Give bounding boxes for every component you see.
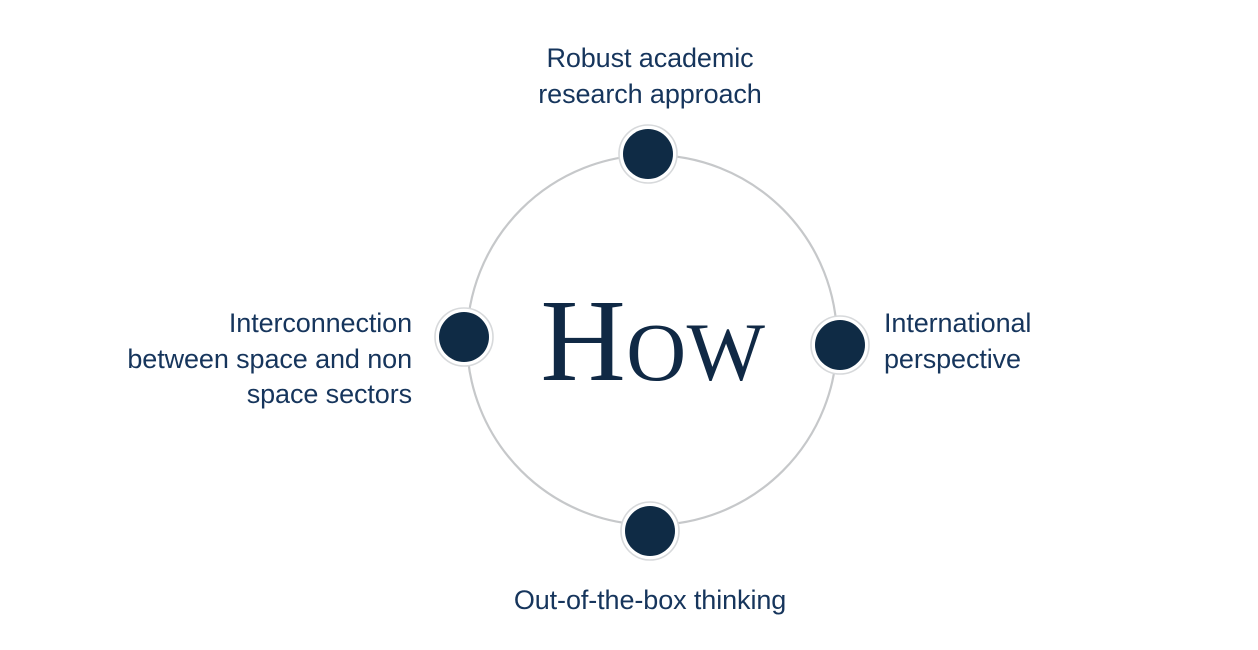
node-right-dot: [815, 320, 865, 370]
label-node-bottom: Out-of-the-box thinking: [420, 583, 880, 619]
label-node-bottom-line-1: Out-of-the-box thinking: [513, 585, 787, 615]
label-node-left-line-3: space sectors: [246, 379, 412, 410]
label-node-left-line-2: between space and non: [127, 343, 412, 374]
label-node-top: Robust academic research approach: [420, 41, 880, 112]
node-left[interactable]: [434, 307, 494, 367]
label-node-top-line-1: Robust academic: [546, 43, 754, 73]
node-bottom-dot: [625, 506, 675, 556]
label-node-top-line-2: research approach: [538, 78, 762, 109]
center-hub-label: How: [540, 275, 766, 406]
label-node-left-line-1: Interconnection: [228, 308, 412, 338]
node-top-dot: [623, 129, 673, 179]
node-right[interactable]: [810, 315, 870, 375]
label-node-right-line-1: International: [884, 308, 1032, 338]
label-node-right-line-2: perspective: [884, 343, 1021, 374]
node-bottom[interactable]: [620, 501, 680, 561]
node-top[interactable]: [618, 124, 678, 184]
label-node-left: Interconnection between space and non sp…: [40, 306, 412, 413]
node-left-dot: [439, 312, 489, 362]
label-node-right: International perspective: [884, 306, 1214, 377]
